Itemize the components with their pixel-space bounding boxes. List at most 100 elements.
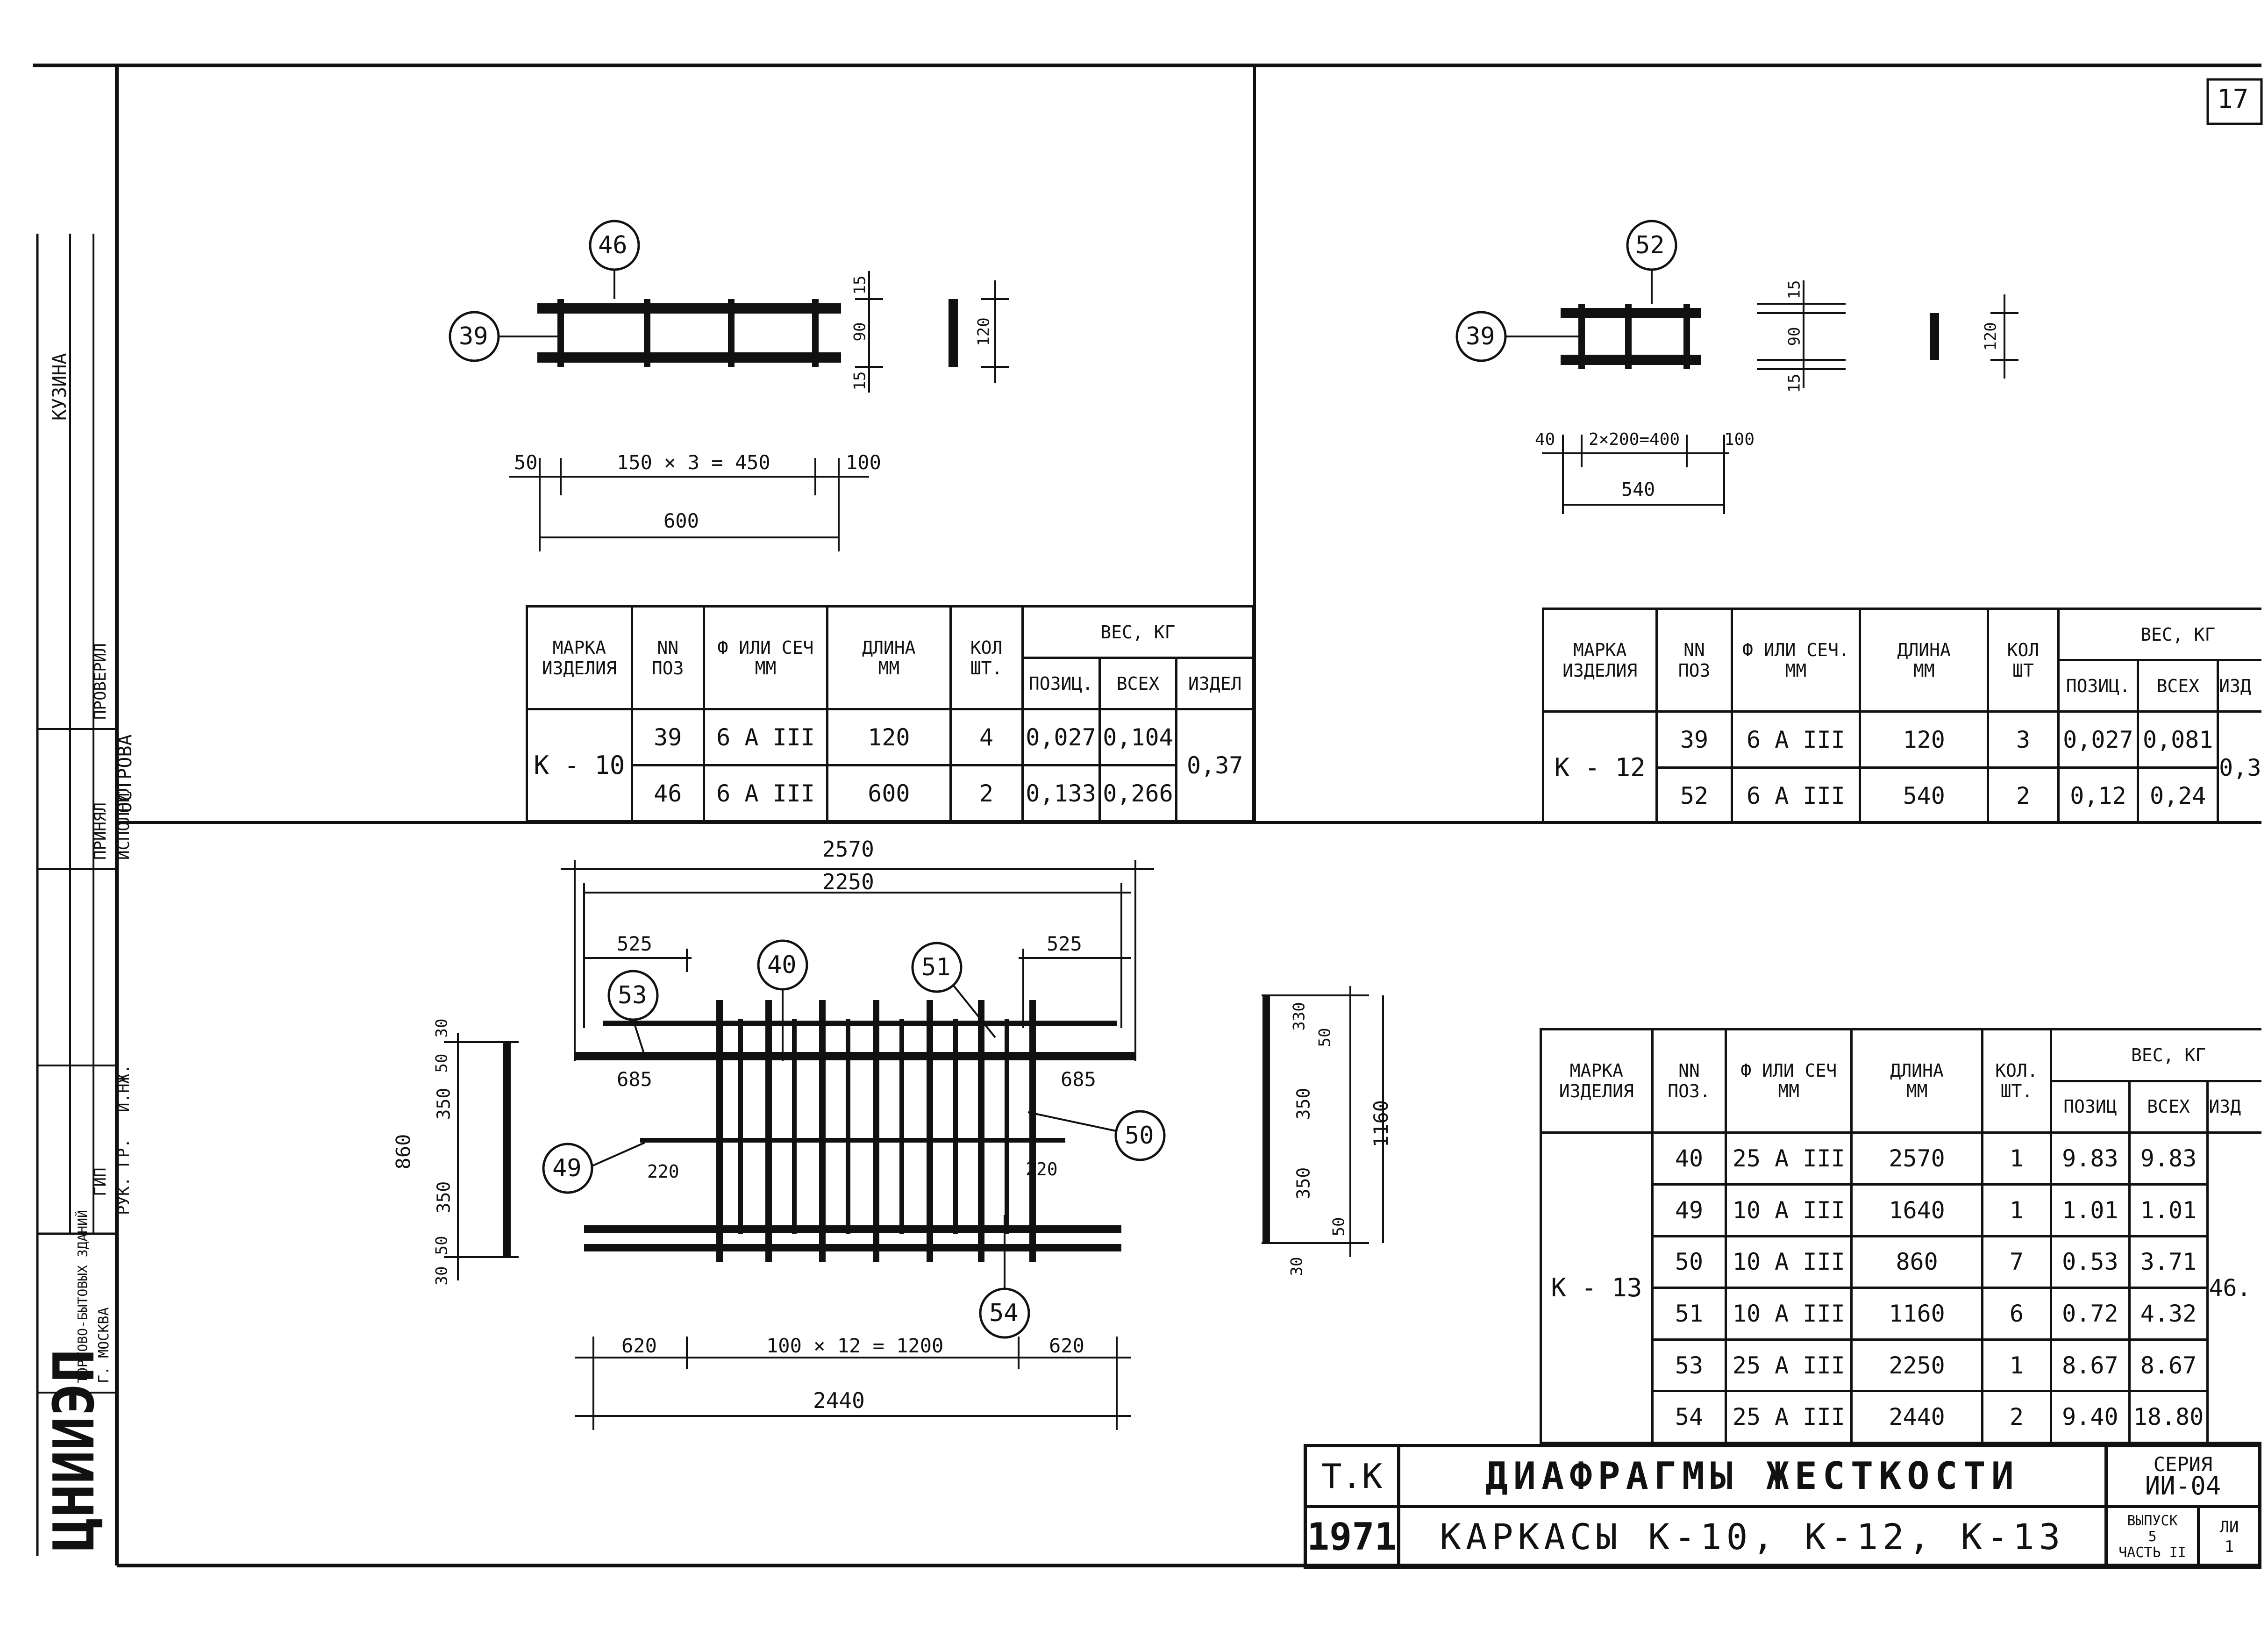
k12-callout-52: 52 — [1635, 231, 1665, 259]
k10-dim-middle: 150 × 3 = 450 — [617, 451, 770, 474]
k13-r3-wpos: 0.72 — [2050, 1287, 2131, 1341]
k13-h-dia2: ММ — [1778, 1081, 1800, 1102]
k13-r5-wpos: 9.40 — [2050, 1390, 2131, 1444]
k13-callout-53: 53 — [618, 981, 647, 1009]
k10-r1-qty: 2 — [949, 764, 1024, 822]
k13-r1-qty: 1 — [1981, 1183, 2053, 1237]
k13-r5-wall: 18.80 — [2128, 1390, 2209, 1444]
k13-dim-left-30a: 30 — [432, 1018, 451, 1038]
k10-r1-wall: 0,266 — [1098, 764, 1178, 822]
k13-h-qty1: КОЛ. — [1995, 1060, 2038, 1081]
k13-r1-wpos: 1.01 — [2050, 1183, 2131, 1237]
k13-r4-pos: 53 — [1651, 1338, 1727, 1393]
k13-r5-pos: 54 — [1651, 1390, 1727, 1444]
k13-r3-dia: 10 А III — [1725, 1287, 1853, 1341]
k13-h-witem: ИЗД — [2206, 1080, 2261, 1134]
k13-h-wall: ВСЕХ — [2128, 1080, 2209, 1134]
title-issue: 5 — [2148, 1528, 2157, 1545]
k12-h-mark2: ИЗДЕЛИЯ — [1562, 660, 1638, 681]
k13-r2-wpos: 0.53 — [2050, 1235, 2131, 1289]
k13-r1-dia: 10 А III — [1725, 1183, 1853, 1237]
k13-r2-pos: 50 — [1651, 1235, 1727, 1289]
k10-h-wall: ВСЕХ — [1098, 657, 1178, 710]
k13-r0-dia: 25 А III — [1725, 1131, 1853, 1186]
k12-r1-dia: 6 А III — [1730, 766, 1861, 822]
k13-dim-bottom-mid: 100 × 12 = 1200 — [766, 1334, 944, 1357]
k12-r0-qty: 3 — [1987, 710, 2060, 769]
k12-r1-wall: 0,24 — [2137, 766, 2219, 822]
k13-dim-inner: 2250 — [822, 869, 874, 894]
k13-dim-right-seg: 525 — [1047, 932, 1082, 955]
k10-h-qty2: ШТ. — [970, 658, 1003, 679]
k10-dim-total: 600 — [663, 509, 699, 532]
k13-h-pos1: NN — [1678, 1060, 1700, 1081]
k10-h-len2: ММ — [878, 658, 900, 679]
k10-mark: К - 10 — [526, 708, 633, 822]
k10-item-weight: 0,37 — [1175, 708, 1255, 822]
k13-dim-overall: 2570 — [822, 836, 874, 862]
k13-dim-left-total: 860 — [392, 1134, 415, 1170]
k13-r2-len: 860 — [1850, 1235, 1983, 1289]
k10-h-qty1: КОЛ — [970, 637, 1003, 658]
k13-callout-40: 40 — [767, 951, 797, 979]
k13-dim-left-50b: 50 — [432, 1236, 451, 1255]
k10-h-witem: ИЗДЕЛ — [1175, 657, 1255, 710]
k13-h-len2: ММ — [1906, 1081, 1928, 1102]
k10-r1-wpos: 0,133 — [1021, 764, 1101, 822]
k12-h-len1: ДЛИНА — [1897, 639, 1951, 660]
k12-dim-middle: 2×200=400 — [1589, 430, 1680, 449]
k12-h-qty2: ШТ — [2012, 660, 2034, 681]
k12-r1-wpos: 0,12 — [2057, 766, 2140, 822]
k13-dim-left-seg: 525 — [617, 932, 652, 955]
k12-h-pos1: NN — [1683, 639, 1705, 660]
k10-r0-dia: 6 А III — [702, 708, 829, 766]
k13-r3-len: 1160 — [1850, 1287, 1983, 1341]
k13-r1-pos: 49 — [1651, 1183, 1727, 1237]
k12-r1-len: 540 — [1859, 766, 1990, 822]
k12-r0-wpos: 0,027 — [2057, 710, 2140, 769]
title-series-label: СЕРИЯ — [2153, 1452, 2213, 1476]
k13-dim-left-50a: 50 — [432, 1053, 451, 1073]
k12-dim-left: 40 — [1535, 430, 1555, 449]
title-part: ЧАСТЬ II — [2118, 1544, 2186, 1561]
k13-r4-wpos: 8.67 — [2050, 1338, 2131, 1393]
k13-r1-len: 1640 — [1850, 1183, 1983, 1237]
k13-h-pos2: ПОЗ. — [1668, 1081, 1711, 1102]
k13-callout-54: 54 — [989, 1299, 1019, 1327]
k13-r1-wall: 1.01 — [2128, 1183, 2209, 1237]
k10-r0-pos: 39 — [630, 708, 705, 766]
k13-dim-right-350a: 350 — [1293, 1087, 1314, 1120]
k12-dim-right: 100 — [1724, 430, 1755, 449]
k13-r4-wall: 8.67 — [2128, 1338, 2209, 1393]
k10-h-len1: ДЛИНА — [862, 637, 916, 658]
k10-dim-right: 100 — [846, 451, 881, 474]
k13-h-mark1: МАРКА — [1569, 1060, 1624, 1081]
k13-dim-right-685: 685 — [1061, 1068, 1096, 1091]
k12-r0-pos: 39 — [1655, 710, 1733, 769]
title-main: ДИАФРАГМЫ ЖЕСТКОСТИ — [1397, 1444, 2108, 1508]
k12-h-qty1: КОЛ — [2007, 639, 2040, 660]
k12-r1-qty: 2 — [1987, 766, 2060, 822]
k13-h-wpos: ПОЗИЦ — [2050, 1080, 2131, 1134]
k12-dim-total: 540 — [1621, 479, 1655, 500]
k10-callout-39: 39 — [459, 322, 488, 350]
k13-h-dia1: Ф ИЛИ СЕЧ — [1740, 1060, 1837, 1081]
k12-r0-len: 120 — [1859, 710, 1990, 769]
k13-r0-wall: 9.83 — [2128, 1131, 2209, 1186]
k13-dim-bottom-left: 620 — [621, 1334, 657, 1357]
k12-mark: К - 12 — [1542, 710, 1658, 822]
k13-callout-51: 51 — [921, 953, 951, 981]
k13-dim-right-30: 30 — [1287, 1257, 1306, 1276]
title-series: ИИ-04 — [2145, 1471, 2221, 1501]
k13-r3-qty: 6 — [1981, 1287, 2053, 1341]
k13-r5-qty: 2 — [1981, 1390, 2053, 1444]
k13-r2-qty: 7 — [1981, 1235, 2053, 1289]
k13-dim-left-30b: 30 — [432, 1266, 451, 1286]
